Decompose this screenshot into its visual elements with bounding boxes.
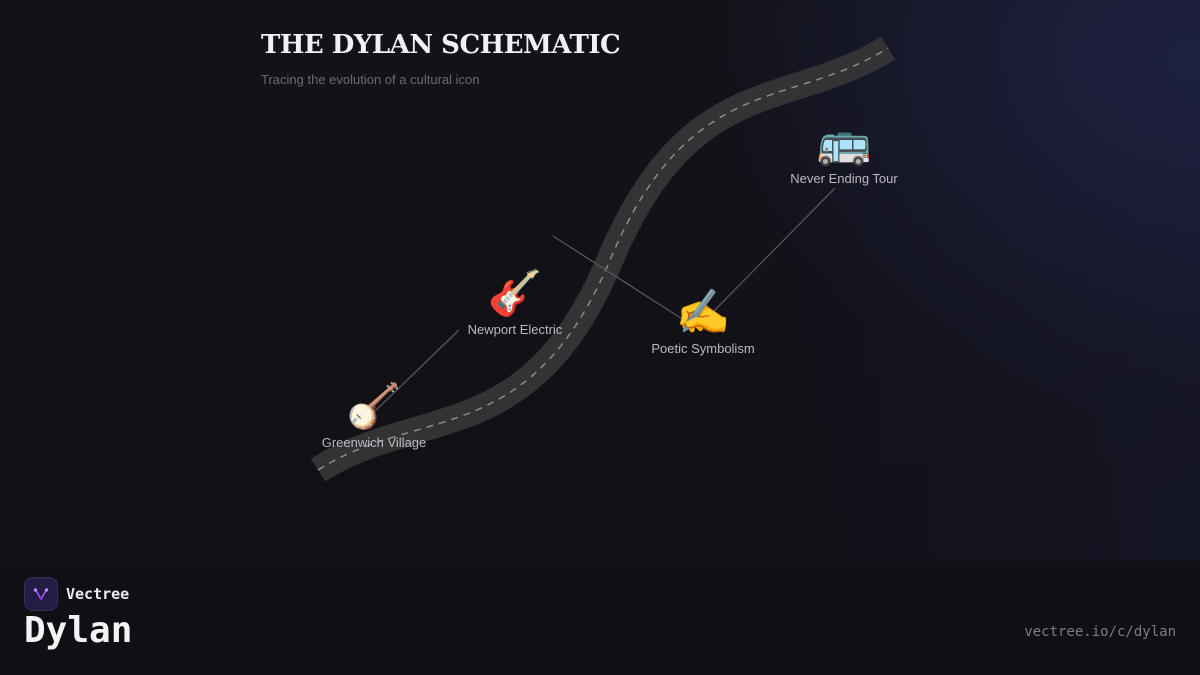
- milestone-greenwich-village: 🪕 Greenwich Village: [284, 381, 464, 451]
- milestone-newport-electric: 🎸 Newport Electric: [425, 268, 605, 338]
- tour-bus-icon: 🚌: [816, 117, 872, 168]
- milestone-label: Never Ending Tour: [790, 171, 898, 186]
- milestone-never-ending-tour: 🚌 Never Ending Tour: [754, 117, 934, 187]
- banjo-icon: 🪕: [346, 381, 402, 432]
- subject-title: Dylan: [24, 610, 133, 651]
- source-url[interactable]: vectree.io/c/dylan: [1024, 624, 1176, 640]
- connector-greenwich-village: [370, 329, 460, 416]
- brand-block[interactable]: Vectree: [24, 577, 129, 611]
- vectree-logo-icon: [24, 577, 58, 611]
- writing-hand-icon: ✍️: [675, 287, 731, 338]
- milestone-label: Poetic Symbolism: [651, 341, 755, 356]
- page-title: THE DYLAN SCHEMATIC: [261, 30, 621, 60]
- milestone-label: Greenwich Village: [321, 435, 427, 450]
- electric-guitar-icon: 🎸: [487, 268, 543, 319]
- milestone-label: Newport Electric: [467, 322, 563, 337]
- page-subtitle: Tracing the evolution of a cultural icon: [261, 72, 480, 87]
- milestone-poetic-symbolism: ✍️ Poetic Symbolism: [613, 287, 793, 357]
- brand-name: Vectree: [66, 585, 130, 603]
- road-center-line: [317, 47, 889, 471]
- connector-newport-electric: [552, 235, 691, 325]
- connector-poetic-symbolism: [707, 187, 836, 318]
